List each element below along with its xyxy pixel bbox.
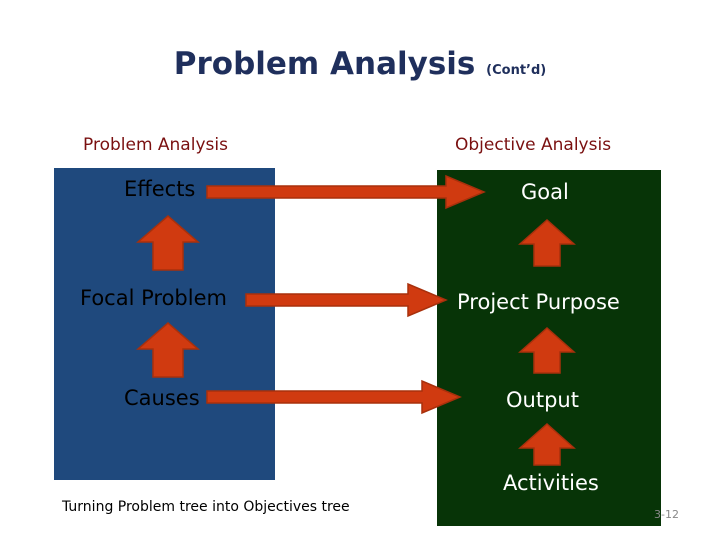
arrow-activities-to-output [518, 422, 576, 466]
arrow-effects-to-goal [206, 174, 486, 210]
arrow-project-purpose-to-goal [518, 218, 576, 267]
arrow-output-to-project-purpose [518, 326, 576, 374]
node-focal-problem: Focal Problem [80, 286, 227, 310]
left-column-heading: Problem Analysis [83, 135, 228, 155]
right-column-heading: Objective Analysis [455, 135, 612, 155]
node-causes: Causes [124, 386, 200, 410]
node-activities: Activities [503, 471, 599, 495]
diagram-caption: Turning Problem tree into Objectives tre… [62, 499, 350, 515]
node-effects: Effects [124, 177, 196, 201]
slide-title-main: Problem Analysis [173, 46, 476, 82]
arrow-focal-problem-to-project-purpose [245, 282, 448, 318]
arrow-focal-problem-to-effects [135, 215, 201, 271]
arrow-causes-to-output [206, 379, 462, 415]
slide-title-sub: (Cont’d) [486, 63, 547, 78]
node-goal: Goal [521, 180, 569, 204]
slide-title: Problem Analysis (Cont’d) [0, 46, 720, 82]
node-output: Output [506, 388, 579, 412]
arrow-causes-to-focal-problem [135, 322, 201, 378]
slide-number: 3-12 [654, 508, 679, 521]
node-project-purpose: Project Purpose [457, 290, 620, 314]
